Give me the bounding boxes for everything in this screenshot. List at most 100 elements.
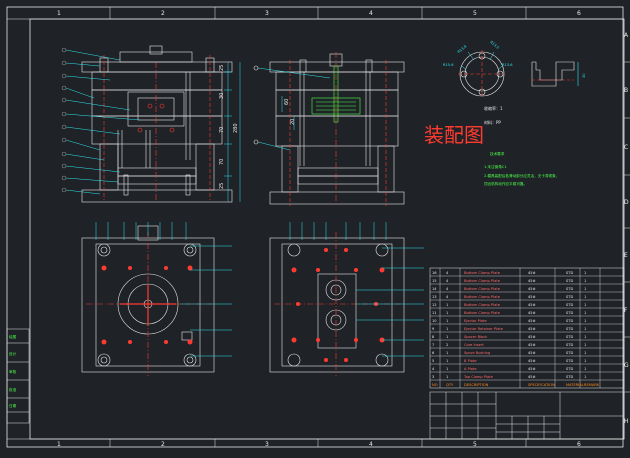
bom-cell-no: 9 xyxy=(432,327,435,331)
bom-cell-x: 1 xyxy=(584,351,586,355)
grid-col-5: 5 xyxy=(473,10,477,17)
bom-cell-mat: 45# xyxy=(528,303,536,307)
grid-col-3-bottom: 3 xyxy=(265,441,269,448)
bom-cell-note: STD xyxy=(566,335,573,339)
bom-cell-no: 4 xyxy=(432,367,435,371)
left-table-item-2: 设计 xyxy=(9,351,17,356)
bom-header-note: MATERIAL xyxy=(566,383,584,387)
bom-cell-name: Ejector Retainer Plate xyxy=(464,327,504,331)
grid-row-b: B xyxy=(624,87,628,94)
side-section-view xyxy=(253,52,405,206)
grid-col-4-bottom: 4 xyxy=(369,441,373,448)
grid-row-g: G xyxy=(624,362,629,369)
drawing-title: 装配图 xyxy=(424,123,484,147)
bom-cell-qty: 1 xyxy=(446,319,448,323)
bom-header-mat: SPECIFICATION xyxy=(528,383,555,387)
plan-view-fixed-half xyxy=(81,222,232,376)
bom-cell-mat: 45# xyxy=(528,327,536,331)
grid-row-a: A xyxy=(624,32,629,39)
bom-header-qty: QTY xyxy=(446,383,454,387)
bom-cell-note: STD xyxy=(566,327,573,331)
bom-cell-qty: 1 xyxy=(446,311,448,315)
bom-cell-no: 7 xyxy=(432,343,434,347)
bom-cell-no: 11 xyxy=(432,311,437,315)
grid-top-ruler: 1 2 3 4 5 6 xyxy=(7,7,623,20)
bom-cell-mat: 45# xyxy=(528,343,536,347)
bom-cell-name: Ejector Plate xyxy=(464,319,487,323)
notes-heading: 技术要求 xyxy=(490,151,505,156)
bom-cell-name: Core Insert xyxy=(464,343,484,347)
bom-cell-note: STD xyxy=(566,303,573,307)
bom-cell-note: STD xyxy=(566,271,573,275)
bom-cell-mat: 45# xyxy=(528,295,536,299)
bom-cell-qty: 1 xyxy=(446,303,448,307)
bom-cell-no: 14 xyxy=(432,287,437,291)
grid-col-5-bottom: 5 xyxy=(473,441,477,448)
bom-cell-no: 8 xyxy=(432,335,435,339)
bom-cell-note: STD xyxy=(566,319,573,323)
grid-col-6: 6 xyxy=(577,10,581,17)
note-3: 顶出机构动作应平稳可靠。 xyxy=(484,181,527,186)
grid-row-h: H xyxy=(624,418,629,425)
bom-cell-qty: 4 xyxy=(446,271,449,275)
bom-cell-qty: 1 xyxy=(446,359,448,363)
bom-cell-name: Bottom Clamp Plate xyxy=(464,287,501,291)
front-dim-4: 70 xyxy=(219,159,225,165)
note-2: 2.模具装配后各滑动部分应灵活，无卡滞现象， xyxy=(484,173,559,178)
grid-row-e: E xyxy=(624,252,628,259)
part-dim-r4: R13.6 xyxy=(502,63,513,67)
bom-cell-x: 1 xyxy=(584,271,586,275)
front-section-view xyxy=(61,45,241,203)
bom-cell-note: STD xyxy=(566,287,573,291)
grid-col-1: 1 xyxy=(57,10,61,17)
bom-cell-no: 16 xyxy=(432,271,437,275)
bom-cell-no: 3 xyxy=(432,375,434,379)
note-1: 1.未注倒角C1 xyxy=(484,164,507,169)
bom-header-no: NO xyxy=(432,383,438,387)
bom-cell-note: STD xyxy=(566,359,573,363)
bom-cell-name: Top Clamp Plate xyxy=(463,375,494,379)
bom-cell-name: Sprue Bushing xyxy=(464,351,490,355)
part-dim-side: 30 xyxy=(582,73,586,78)
part-dim-r1: R13.8 xyxy=(457,44,468,54)
bom-cell-x: 1 xyxy=(584,335,586,339)
grid-col-2-bottom: 2 xyxy=(161,441,165,448)
grid-col-6-bottom: 6 xyxy=(577,441,581,448)
bom-cell-qty: 1 xyxy=(446,367,448,371)
bom-cell-note: STD xyxy=(566,367,573,371)
bom-cell-qty: 4 xyxy=(446,279,449,283)
bom-cell-no: 6 xyxy=(432,351,435,355)
side-dim-1: 60 xyxy=(284,99,290,105)
grid-row-f: F xyxy=(624,307,628,314)
bom-cell-note: STD xyxy=(566,343,573,347)
bom-cell-mat: 45# xyxy=(528,367,536,371)
bom-cell-note: STD xyxy=(566,279,573,283)
grid-col-4: 4 xyxy=(369,10,373,17)
bom-cell-qty: 4 xyxy=(446,287,449,291)
bom-cell-mat: 45# xyxy=(528,375,536,379)
bom-header-name: DESCRIPTION xyxy=(464,383,489,387)
bom-cell-x: 1 xyxy=(584,359,586,363)
bom-cell-x: 1 xyxy=(584,287,586,291)
bom-cell-x: 1 xyxy=(584,367,586,371)
grid-col-1-bottom: 1 xyxy=(57,441,61,448)
bom-frame xyxy=(429,267,625,389)
bom-cell-name: Bottom Clamp Plate xyxy=(464,271,501,275)
bom-cell-no: 5 xyxy=(432,359,434,363)
left-signature-table: 绘图 设计 审核 批准 日期 xyxy=(6,328,30,424)
bom-cell-mat: 45# xyxy=(528,271,536,275)
bom-cell-x: 1 xyxy=(584,319,586,323)
bom-cell-name: Spacer Block xyxy=(464,335,488,339)
bom-cell-x: 1 xyxy=(584,303,586,307)
bom-cell-mat: 45# xyxy=(528,335,536,339)
grid-right-ruler: A B C D E F G H xyxy=(624,32,630,425)
bom-cell-mat: 45# xyxy=(528,351,536,355)
bom-cell-mat: 45# xyxy=(528,279,536,283)
bom-cell-note: STD xyxy=(566,295,573,299)
bom-cell-x: 1 xyxy=(584,311,586,315)
bom-cell-name: Bottom Clamp Plate xyxy=(464,303,501,307)
left-table-item-4: 批准 xyxy=(9,387,17,392)
grid-row-d: D xyxy=(624,199,629,206)
bom-cell-x: 1 xyxy=(584,343,586,347)
